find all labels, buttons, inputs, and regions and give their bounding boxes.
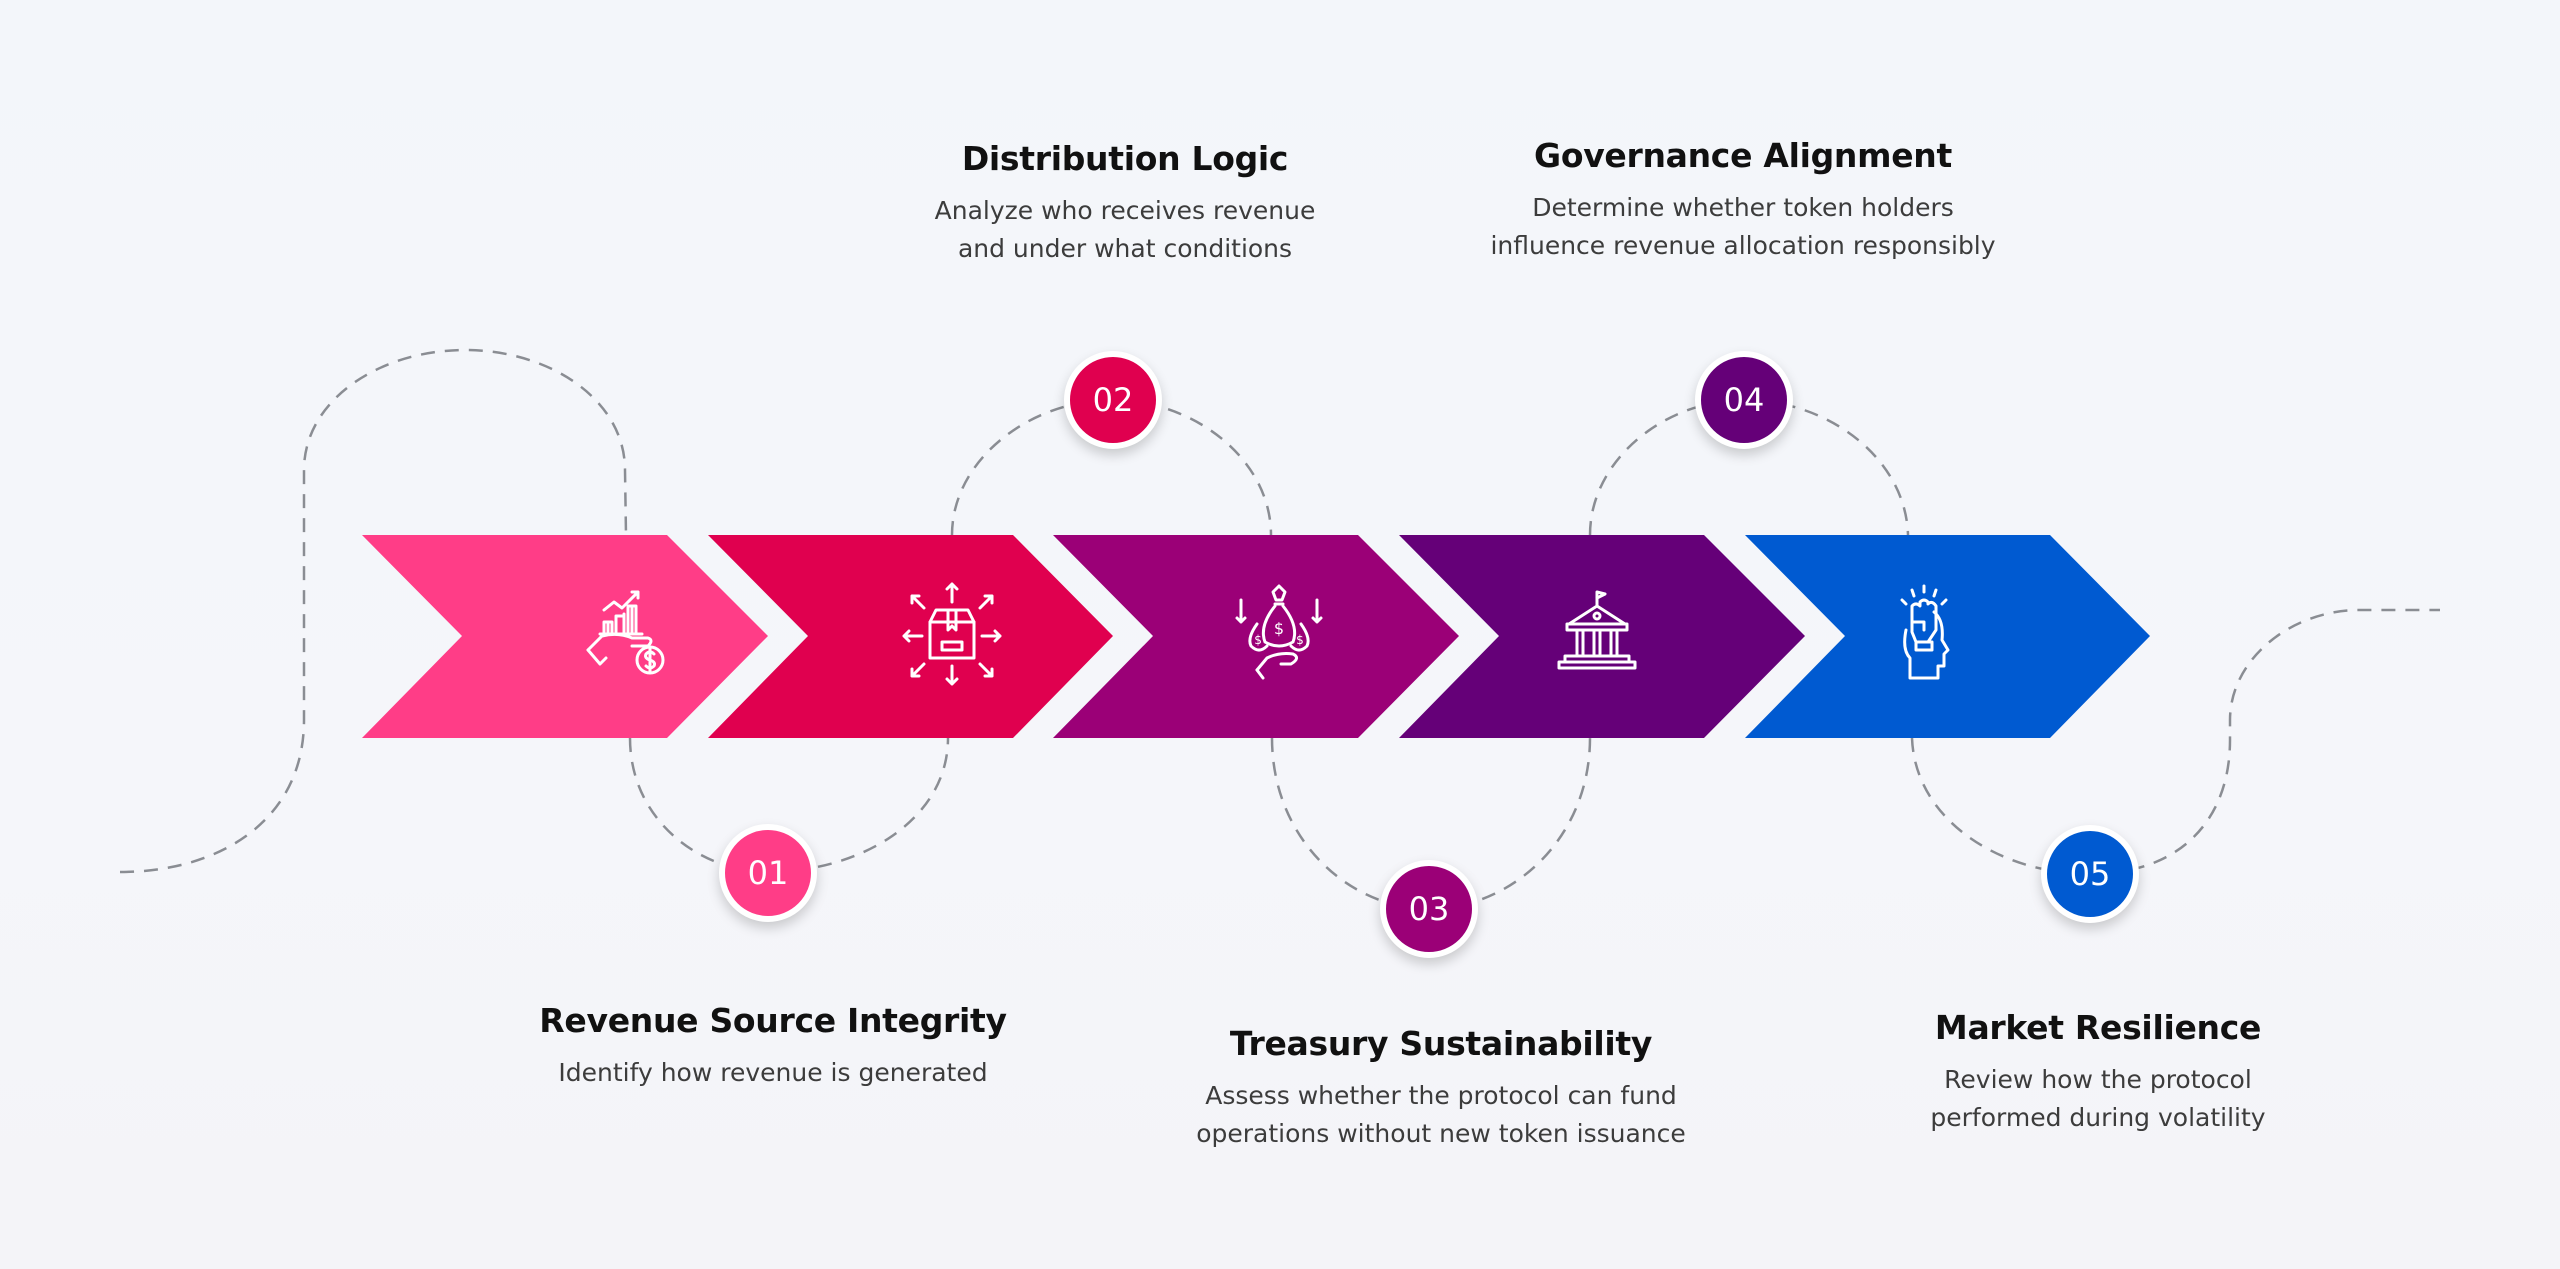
step-title: Governance Alignment — [1534, 136, 1952, 175]
svg-text:$: $ — [1254, 633, 1262, 647]
step-title: Treasury Sustainability — [1229, 1024, 1653, 1063]
step-title: Market Resilience — [1934, 1008, 2262, 1047]
svg-text:$: $ — [1296, 633, 1304, 647]
step-description-line: Review how the protocol — [1944, 1065, 2252, 1094]
step-number-badge-1: 01 — [719, 824, 817, 922]
step-description-line: and under what conditions — [957, 234, 1293, 263]
step-description-line: performed during volatility — [1930, 1103, 2266, 1132]
chevron-step-3 — [1053, 535, 1459, 738]
chevron-step-5 — [1745, 535, 2150, 738]
step-description-line: Determine whether token holders — [1532, 193, 1954, 222]
step-title: Distribution Logic — [961, 139, 1289, 178]
step-label-5: Market Resilience Review how the protoco… — [1930, 1008, 2265, 1137]
step-number-badge-4: 04 — [1695, 351, 1793, 449]
step-number-badge-2: 02 — [1064, 351, 1162, 449]
head-fist-resilience-icon — [1900, 584, 1950, 680]
money-bags-hand-icon: $ $ $ — [1235, 584, 1323, 680]
step-description-line: Identify how revenue is generated — [558, 1058, 988, 1087]
step-description-line: influence revenue allocation responsibly — [1490, 231, 1996, 260]
step-number-badge-3: 03 — [1380, 860, 1478, 958]
step-label-1: Revenue Source Integrity Identify how re… — [539, 1001, 1007, 1092]
chevron-row — [362, 535, 2150, 738]
step-label-4: Governance Alignment Determine whether t… — [1490, 136, 1995, 265]
step-label-2: Distribution Logic Analyze who receives … — [935, 139, 1316, 268]
step-description-line: Analyze who receives revenue — [934, 196, 1316, 225]
government-building-icon — [1557, 590, 1637, 670]
step-number-badge-5: 05 — [2041, 825, 2139, 923]
svg-text:$: $ — [1274, 619, 1284, 638]
chevron-step-1 — [362, 535, 768, 738]
step-description-line: Assess whether the protocol can fund — [1205, 1081, 1677, 1110]
package-distribution-icon — [902, 582, 1002, 686]
hand-revenue-growth-icon — [586, 590, 665, 675]
chevron-step-4 — [1399, 535, 1805, 738]
step-label-3: Treasury Sustainability Assess whether t… — [1196, 1024, 1686, 1153]
step-description-line: operations without new token issuance — [1196, 1119, 1686, 1148]
step-title: Revenue Source Integrity — [539, 1001, 1007, 1040]
